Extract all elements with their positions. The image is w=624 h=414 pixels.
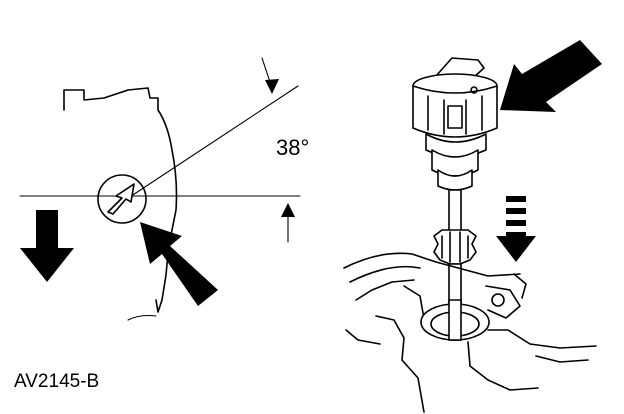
angle-line bbox=[109, 85, 299, 211]
pointer-arrow-icon bbox=[500, 40, 602, 112]
pointer-arrow-icon bbox=[140, 222, 218, 306]
transmission-housing bbox=[343, 252, 597, 413]
down-arrow-dashed-icon bbox=[496, 196, 536, 262]
angle-label: 38° bbox=[276, 135, 310, 160]
gear-position-circle bbox=[97, 174, 147, 224]
figure-id: AV2145-B bbox=[14, 371, 100, 392]
down-arrow-icon bbox=[20, 210, 74, 282]
alignment-arrow-icon bbox=[107, 183, 135, 215]
driven-gear-assembly bbox=[412, 57, 498, 341]
housing-edge bbox=[127, 314, 157, 321]
angle-indicator-arrows bbox=[261, 57, 295, 243]
